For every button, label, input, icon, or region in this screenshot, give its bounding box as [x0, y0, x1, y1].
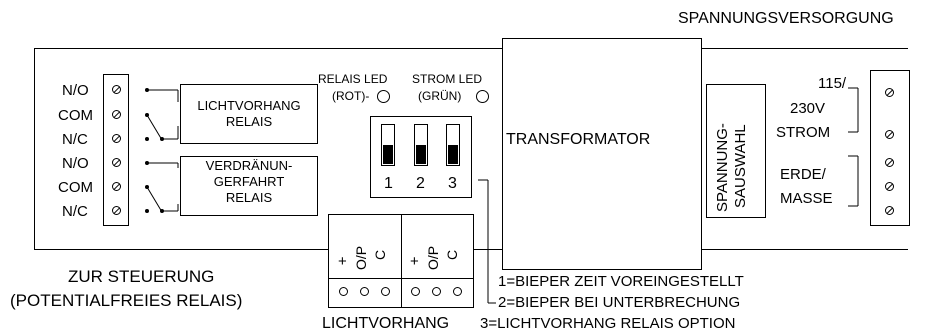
output-plus-label: +: [338, 253, 347, 270]
output-op-label: O/P: [425, 245, 441, 270]
output-connector-hline: [328, 278, 474, 279]
dip-note-2: 2=BIEPER BEI UNTERBRECHUNG: [498, 294, 741, 311]
screw-terminal-icon: [112, 85, 121, 94]
dip-notes-bracket: [478, 179, 496, 304]
output-op-label: O/P: [353, 245, 369, 270]
supply-ground-label-1: ERDE/: [780, 166, 826, 183]
dip-switch-3: [446, 124, 460, 166]
screw-terminal-icon: [885, 158, 894, 167]
screw-terminal-icon: [885, 88, 894, 97]
dip-switch-2: [414, 124, 428, 166]
control-label-2: (POTENTIALFREIES RELAIS): [10, 291, 243, 310]
relay-led-color: (ROT)-: [332, 89, 370, 103]
screw-terminal-icon: [112, 158, 121, 167]
screw-terminal-icon: [112, 134, 121, 143]
voltage-select-label-2: SAUSWAHL: [732, 124, 749, 208]
diagram-title: SPANNUNGSVERSORGUNG: [678, 10, 894, 27]
terminal-label: COM: [58, 179, 93, 196]
screw-terminal-icon: [112, 206, 121, 215]
dip-note-3: 3=LICHTVORHANG RELAIS OPTION: [480, 315, 736, 332]
transformer-label: TRANSFORMATOR: [506, 131, 651, 148]
dip-note-1: 1=BIEPER ZEIT VOREINGESTELLT: [498, 273, 744, 290]
dip-number: 1: [384, 175, 393, 192]
screw-terminal-icon: [885, 206, 894, 215]
connector-pin-icon: [453, 287, 462, 296]
output-c-label: C: [372, 249, 388, 260]
screw-terminal-icon: [112, 182, 121, 191]
power-led-icon: [476, 90, 489, 103]
terminal-label: N/C: [62, 203, 88, 220]
relay-led-label: RELAIS LED: [318, 72, 388, 86]
supply-power-label-3: STROM: [776, 124, 831, 141]
supply-power-label-1: 115/: [818, 75, 847, 92]
light-curtain-relay-label-1: LICHTVORHANG: [197, 98, 301, 113]
terminal-label: COM: [58, 107, 93, 124]
output-plus-label: +: [410, 253, 419, 270]
connector-pin-icon: [339, 287, 348, 296]
output-c-label: C: [444, 249, 460, 260]
obstruction-relay-label-1: VERDRÄNUN-: [205, 158, 293, 173]
transformer-box: [502, 38, 702, 270]
connector-pin-icon: [381, 287, 390, 296]
relay-switch-wiring: [145, 88, 179, 213]
terminal-label: N/C: [62, 131, 88, 148]
output-connector-divider: [401, 214, 402, 308]
light-curtain-relay-box: [180, 84, 318, 144]
dip-switch-1: [381, 124, 395, 166]
obstruction-relay-label-3: RELAIS: [225, 190, 273, 205]
light-curtain-relay-label-2: RELAIS: [225, 114, 273, 129]
power-led-color: (GRÜN): [418, 89, 462, 103]
obstruction-relay-box: [180, 156, 318, 216]
connector-pin-icon: [411, 287, 420, 296]
screw-terminal-icon: [112, 110, 121, 119]
obstruction-relay-label-2: GERFAHRT: [213, 174, 285, 189]
supply-power-label-2: 230V: [790, 100, 826, 117]
control-label-1: ZUR STEUERUNG: [68, 267, 215, 286]
screw-terminal-icon: [885, 130, 894, 139]
voltage-select-label-1: SPANNUNG-: [714, 123, 731, 212]
left-terminal-block: [103, 74, 129, 226]
supply-ground-label-2: MASSE: [780, 190, 833, 207]
dip-number: 2: [416, 175, 425, 192]
light-curtain-label: LICHTVORHANG: [322, 315, 450, 332]
relay-led-icon: [377, 90, 390, 103]
connector-pin-icon: [432, 287, 441, 296]
connector-pin-icon: [360, 287, 369, 296]
supply-brackets: [848, 87, 859, 207]
terminal-label: N/O: [62, 82, 89, 99]
power-led-label: STROM LED: [412, 72, 483, 86]
dip-number: 3: [448, 175, 457, 192]
screw-terminal-icon: [885, 182, 894, 191]
voltage-select-box: [706, 84, 766, 218]
terminal-label: N/O: [62, 155, 89, 172]
